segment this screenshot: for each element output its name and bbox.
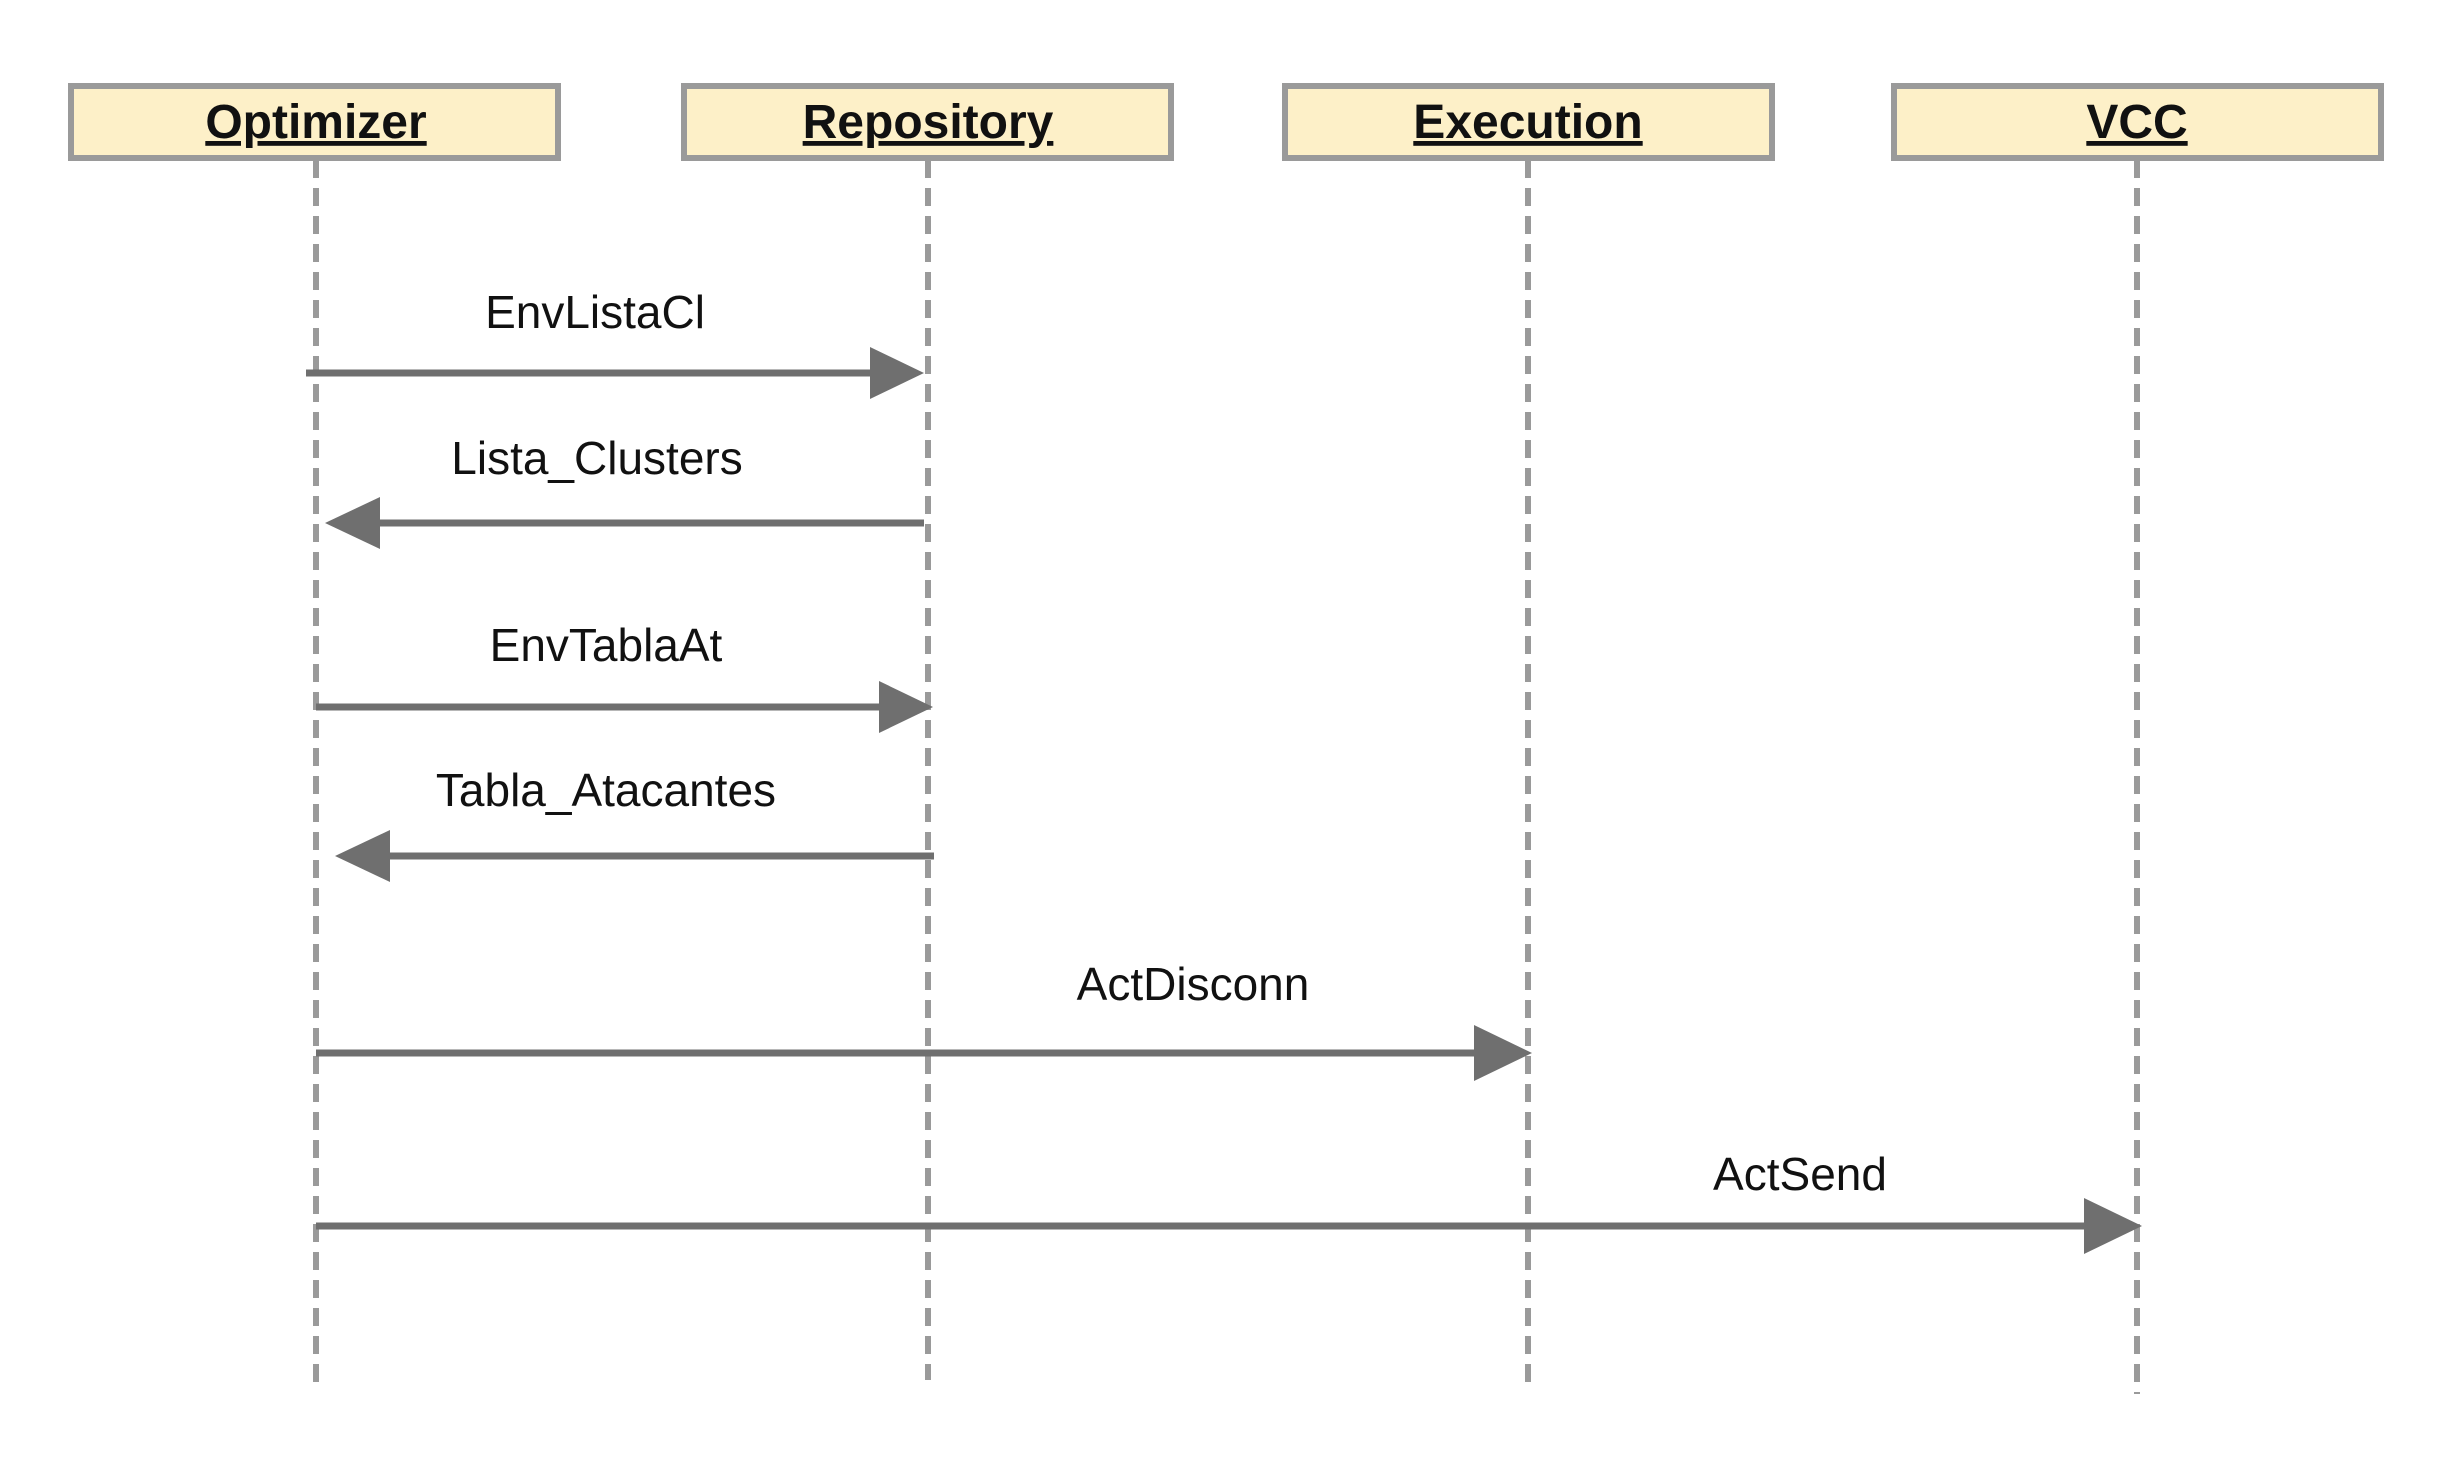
message-label: EnvListaCl: [485, 286, 705, 338]
arrow-head-right: [879, 681, 933, 733]
message-label: ActDisconn: [1077, 958, 1310, 1010]
message-label: EnvTablaAt: [490, 619, 723, 671]
message-label: ActSend: [1713, 1148, 1887, 1200]
message-envtablaat: EnvTablaAt: [316, 619, 933, 733]
message-label: Lista_Clusters: [451, 432, 742, 484]
participant-label: Repository: [803, 96, 1054, 149]
participant-label: Execution: [1413, 96, 1642, 149]
arrow-head-right: [2084, 1198, 2142, 1254]
message-tabla-atacantes: Tabla_Atacantes: [335, 764, 934, 882]
arrow-head-left: [325, 497, 380, 549]
message-label: Tabla_Atacantes: [436, 764, 776, 816]
participant-label: VCC: [2086, 96, 2187, 149]
arrow-head-left: [335, 830, 390, 882]
message-actsend: ActSend: [316, 1148, 2142, 1254]
arrow-head-right: [870, 347, 924, 399]
participant-repository: Repository: [681, 83, 1174, 161]
participant-vcc: VCC: [1891, 83, 2384, 161]
participant-execution: Execution: [1282, 83, 1775, 161]
participant-label: Optimizer: [205, 96, 426, 149]
participant-optimizer: Optimizer: [68, 83, 561, 161]
message-envlistacl: EnvListaCl: [306, 286, 924, 399]
message-actdisconn: ActDisconn: [316, 958, 1532, 1081]
message-lista-clusters: Lista_Clusters: [325, 432, 924, 549]
arrow-head-right: [1474, 1025, 1532, 1081]
